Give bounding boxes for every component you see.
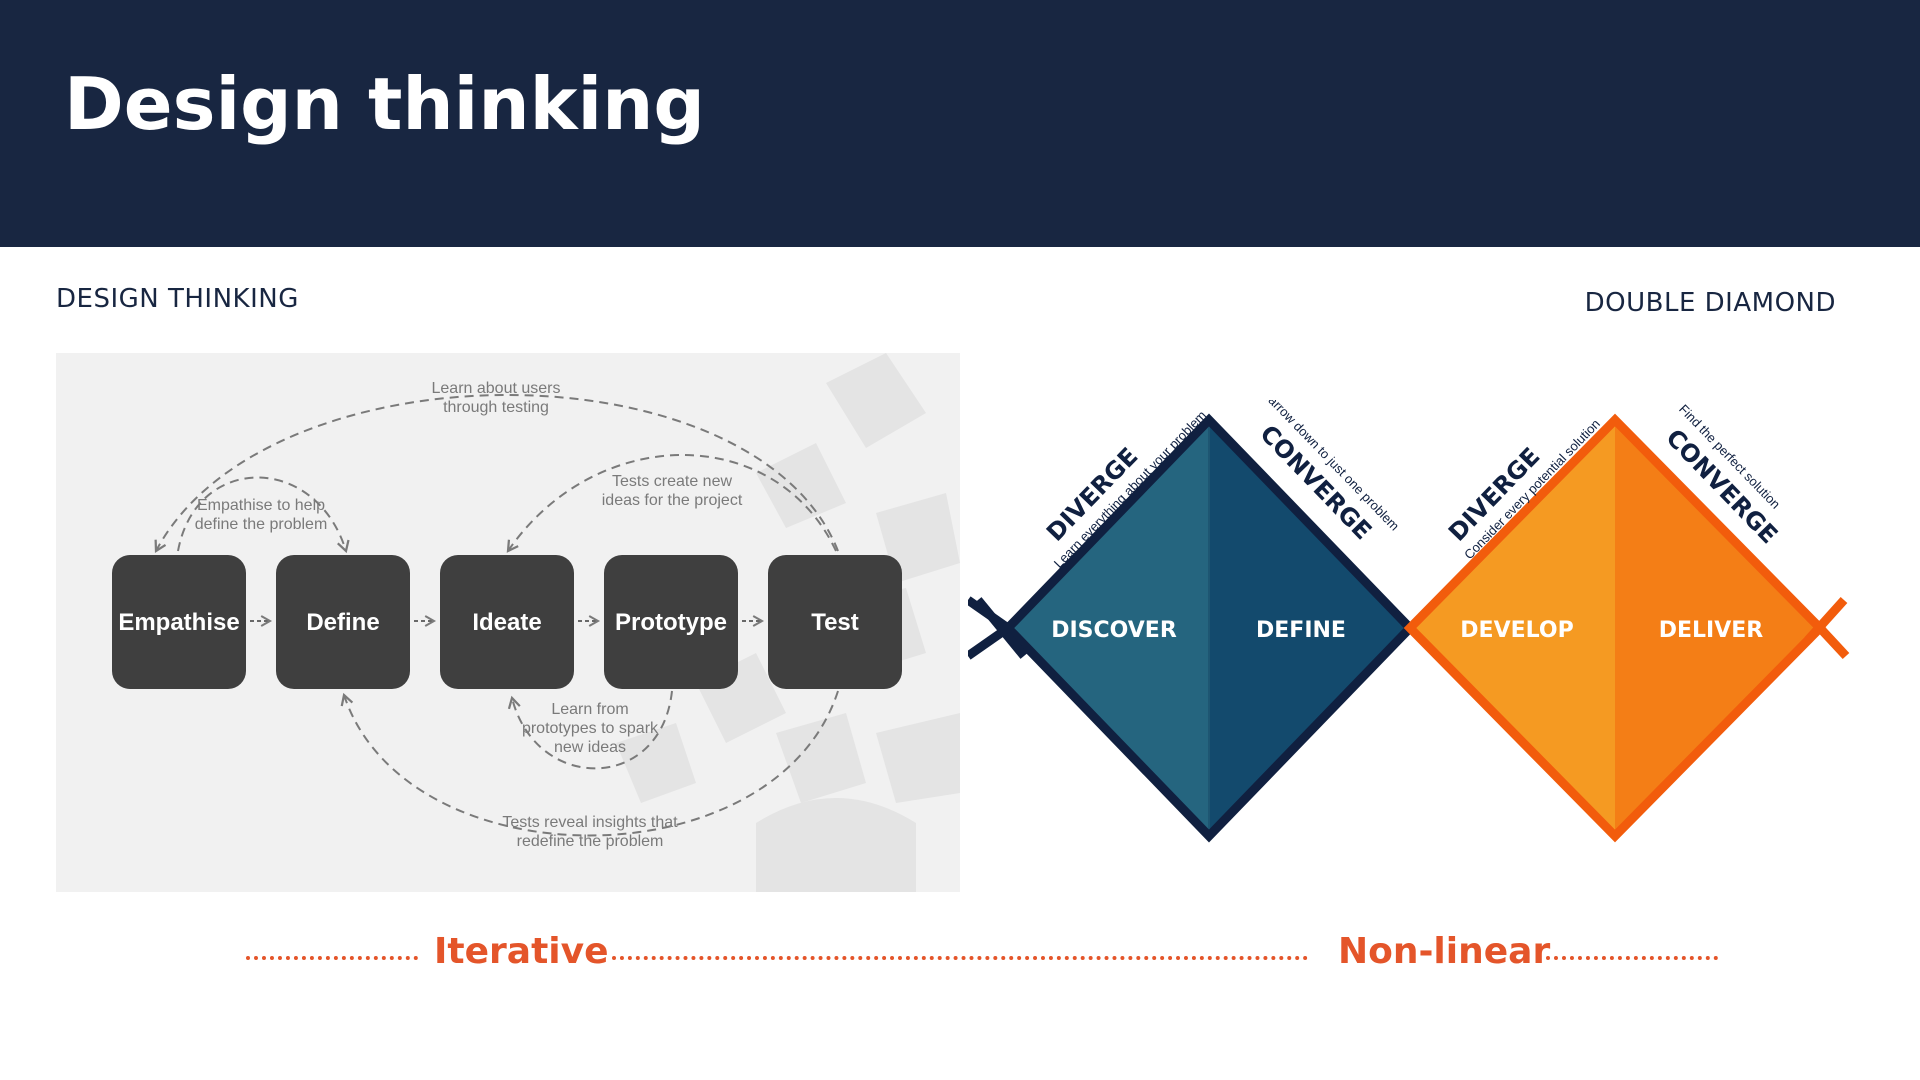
end-tick xyxy=(1804,596,1848,644)
note-tests-new-1: Tests create new xyxy=(612,473,733,490)
note-tests-new-2: ideas for the project xyxy=(602,492,743,509)
design-thinking-diagram: Empathise Define Ideate Prototype Test L… xyxy=(56,353,960,892)
step-ideate: Ideate xyxy=(440,555,574,689)
step-test-label: Test xyxy=(811,609,859,636)
step-define-label: Define xyxy=(306,609,379,636)
dotted-line-3 xyxy=(1546,956,1718,960)
note-tests-reveal-1: Tests reveal insights that xyxy=(502,814,678,831)
phase-discover: DISCOVER xyxy=(1051,618,1177,643)
double-diamond-svg: DISCOVER DEFINE DEVELOP DELIVER DIVERGE … xyxy=(968,400,1850,843)
step-empathise-label: Empathise xyxy=(118,609,239,636)
dotted-line-1 xyxy=(246,956,418,960)
phase-develop: DEVELOP xyxy=(1460,618,1573,643)
note-learn-users-1: Learn about users xyxy=(432,380,561,397)
header-bar: Design thinking xyxy=(0,0,1920,247)
iterative-label: Iterative xyxy=(434,931,609,972)
arrow-prototype-to-ideate xyxy=(507,690,673,770)
note-tests-reveal-2: redefine the problem xyxy=(517,833,664,850)
step-ideate-label: Ideate xyxy=(472,609,541,636)
note-learn-proto-2: prototypes to spark xyxy=(522,720,659,737)
phase-define: DEFINE xyxy=(1256,618,1346,643)
step-define: Define xyxy=(276,555,410,689)
note-empathise-1: Empathise to help xyxy=(197,497,325,514)
slide-title: Design thinking xyxy=(64,62,705,146)
feedback-arrows xyxy=(154,394,839,837)
step-prototype-label: Prototype xyxy=(615,609,727,636)
note-empathise-2: define the problem xyxy=(195,516,328,533)
arrow-test-to-define xyxy=(340,690,839,837)
dotted-line-2 xyxy=(612,956,1308,960)
step-empathise: Empathise xyxy=(112,555,246,689)
develop-half xyxy=(1410,420,1615,836)
arrow-empathise-to-define xyxy=(177,476,350,554)
design-thinking-svg: Empathise Define Ideate Prototype Test L… xyxy=(112,353,960,892)
nonlinear-label: Non-linear xyxy=(1338,931,1551,972)
step-test: Test xyxy=(768,555,902,689)
arrow-test-to-ideate xyxy=(506,454,837,553)
bottom-row: Iterative Non-linear xyxy=(0,925,1920,985)
note-learn-proto-3: new ideas xyxy=(554,739,626,756)
design-thinking-label: DESIGN THINKING xyxy=(56,284,299,314)
double-diamond-diagram: DISCOVER DEFINE DEVELOP DELIVER DIVERGE … xyxy=(968,400,1868,860)
note-learn-users-2: through testing xyxy=(443,399,549,416)
arrow-test-to-empathise xyxy=(154,394,839,553)
note-learn-proto-1: Learn from xyxy=(551,701,628,718)
discover-half xyxy=(1008,420,1209,836)
double-diamond-label: DOUBLE DIAMOND xyxy=(1584,288,1836,318)
step-prototype: Prototype xyxy=(604,555,738,689)
define-half xyxy=(1209,420,1410,836)
phase-deliver: DELIVER xyxy=(1659,618,1764,643)
deliver-half xyxy=(1615,420,1820,836)
